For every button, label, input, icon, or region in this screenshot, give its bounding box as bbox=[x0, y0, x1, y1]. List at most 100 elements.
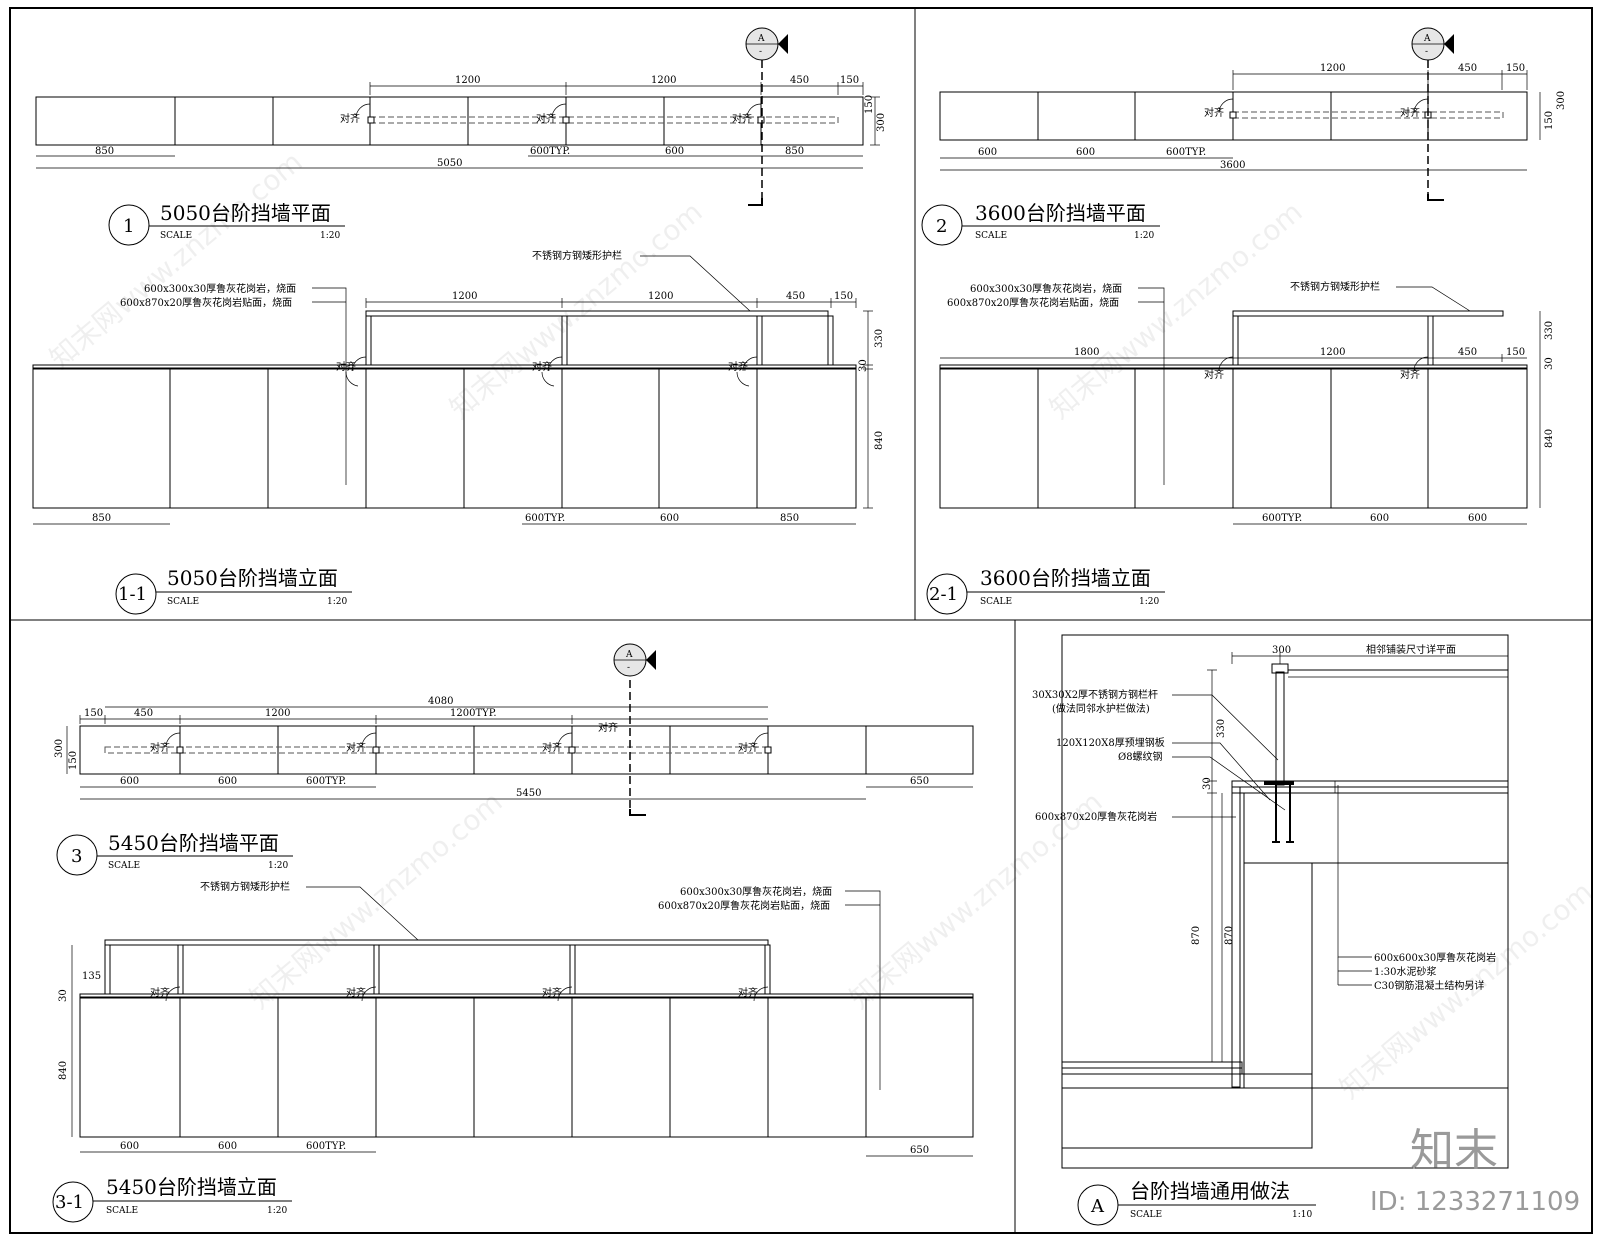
svg-text:1:30水泥砂浆: 1:30水泥砂浆 bbox=[1374, 965, 1436, 978]
svg-text:30: 30 bbox=[1202, 777, 1213, 790]
svg-text:1800: 1800 bbox=[1074, 347, 1099, 358]
watermark-logo: 知末 bbox=[1410, 1125, 1498, 1176]
railing-top-bar bbox=[365, 310, 829, 317]
svg-text:300: 300 bbox=[1556, 91, 1567, 110]
svg-text:840: 840 bbox=[58, 1061, 69, 1080]
svg-text:1200: 1200 bbox=[265, 708, 290, 719]
svg-text:Ø8螺纹钢: Ø8螺纹钢 bbox=[1118, 750, 1163, 763]
drawing-title: 5050台阶挡墙平面 bbox=[160, 201, 331, 225]
railing-post bbox=[561, 315, 568, 366]
railing-post bbox=[756, 315, 763, 366]
note-cap-stone: 600x300x30厚鲁灰花岗岩，烧面 bbox=[144, 282, 296, 295]
svg-text:150: 150 bbox=[68, 751, 79, 770]
svg-text:4080: 4080 bbox=[428, 696, 453, 707]
svg-text:1:20: 1:20 bbox=[1134, 231, 1154, 241]
svg-text:120X120X8厚预埋钢板: 120X120X8厚预埋钢板 bbox=[1056, 736, 1165, 749]
svg-text:600TYP.: 600TYP. bbox=[1262, 513, 1302, 524]
svg-text:450: 450 bbox=[1458, 347, 1477, 358]
svg-text:对齐: 对齐 bbox=[728, 360, 748, 373]
svg-text:150: 150 bbox=[834, 291, 853, 302]
svg-text:600x300x30厚鲁灰花岗岩，烧面: 600x300x30厚鲁灰花岗岩，烧面 bbox=[970, 282, 1122, 295]
svg-text:1200: 1200 bbox=[651, 75, 676, 86]
railing-plan-line bbox=[369, 116, 839, 124]
svg-text:330: 330 bbox=[1216, 719, 1227, 738]
svg-text:150: 150 bbox=[1544, 111, 1555, 130]
svg-text:150: 150 bbox=[864, 95, 875, 114]
svg-text:对齐: 对齐 bbox=[542, 986, 562, 999]
align-label: 对齐 bbox=[536, 112, 556, 125]
svg-text:600x870x20厚鲁灰花岗岩: 600x870x20厚鲁灰花岗岩 bbox=[1035, 810, 1157, 823]
svg-text:600x870x20厚鲁灰花岗岩贴面，烧面: 600x870x20厚鲁灰花岗岩贴面，烧面 bbox=[947, 296, 1119, 309]
svg-text:450: 450 bbox=[786, 291, 805, 302]
svg-text:1:20: 1:20 bbox=[267, 1206, 287, 1216]
svg-text:600: 600 bbox=[120, 776, 139, 787]
svg-text:600: 600 bbox=[1076, 147, 1095, 158]
svg-text:-: - bbox=[627, 663, 630, 673]
railing-post bbox=[1275, 671, 1285, 786]
svg-text:850: 850 bbox=[92, 513, 111, 524]
watermark-id: ID: 1233271109 bbox=[1370, 1187, 1580, 1217]
svg-text:1:10: 1:10 bbox=[1292, 1210, 1312, 1220]
svg-text:SCALE: SCALE bbox=[106, 1206, 138, 1216]
watermark-text: 知末网www.znzmo.com bbox=[1043, 195, 1308, 425]
note-railing: 不锈钢方钢矮形护栏 bbox=[532, 249, 622, 262]
svg-text:-: - bbox=[759, 47, 762, 57]
drawing-3-plan: 对齐 对齐 对齐 对齐 对齐 A - 4080 150 450 1200 120… bbox=[54, 643, 974, 876]
elevation-wall bbox=[32, 367, 857, 509]
svg-text:600: 600 bbox=[660, 513, 679, 524]
svg-text:650: 650 bbox=[910, 776, 929, 787]
svg-text:850: 850 bbox=[780, 513, 799, 524]
railing-post bbox=[827, 315, 834, 366]
svg-text:600TYP.: 600TYP. bbox=[530, 146, 570, 157]
svg-text:1:20: 1:20 bbox=[327, 597, 347, 607]
svg-text:30: 30 bbox=[58, 989, 69, 1002]
plan-slab bbox=[35, 96, 864, 146]
svg-text:2: 2 bbox=[936, 216, 947, 237]
svg-text:600TYP.: 600TYP. bbox=[306, 776, 346, 787]
svg-text:30X30X2厚不锈钢方钢栏杆: 30X30X2厚不锈钢方钢栏杆 bbox=[1032, 688, 1158, 701]
svg-text:840: 840 bbox=[874, 431, 885, 450]
drawing-number: 1 bbox=[123, 216, 134, 237]
svg-text:5450台阶挡墙平面: 5450台阶挡墙平面 bbox=[108, 831, 279, 855]
svg-text:450: 450 bbox=[1458, 63, 1477, 74]
svg-text:(做法同邻水护栏做法): (做法同邻水护栏做法) bbox=[1052, 702, 1150, 715]
svg-text:1200: 1200 bbox=[455, 75, 480, 86]
svg-text:600x300x30厚鲁灰花岗岩，烧面: 600x300x30厚鲁灰花岗岩，烧面 bbox=[680, 885, 832, 898]
svg-text:450: 450 bbox=[790, 75, 809, 86]
svg-text:2-1: 2-1 bbox=[929, 584, 958, 605]
svg-text:150: 150 bbox=[84, 708, 103, 719]
svg-text:SCALE: SCALE bbox=[1130, 1210, 1162, 1220]
watermark-text: 知末网www.znzmo.com bbox=[443, 195, 708, 425]
svg-text:对齐: 对齐 bbox=[1400, 106, 1420, 119]
svg-text:600TYP.: 600TYP. bbox=[306, 1141, 346, 1152]
svg-text:对齐: 对齐 bbox=[542, 741, 562, 754]
svg-text:1200: 1200 bbox=[648, 291, 673, 302]
svg-text:450: 450 bbox=[134, 708, 153, 719]
svg-text:A: A bbox=[757, 34, 765, 44]
watermark-text: 知末网www.znzmo.com bbox=[43, 145, 308, 375]
svg-text:对齐: 对齐 bbox=[150, 986, 170, 999]
drawing-number: 1-1 bbox=[118, 584, 147, 605]
svg-text:5450台阶挡墙立面: 5450台阶挡墙立面 bbox=[106, 1175, 277, 1199]
svg-text:150: 150 bbox=[1506, 63, 1525, 74]
svg-text:300: 300 bbox=[54, 739, 65, 758]
svg-text:600: 600 bbox=[120, 1141, 139, 1152]
svg-text:1200: 1200 bbox=[1320, 63, 1345, 74]
svg-text:600: 600 bbox=[218, 1141, 237, 1152]
svg-text:600x870x20厚鲁灰花岗岩贴面，烧面: 600x870x20厚鲁灰花岗岩贴面，烧面 bbox=[658, 899, 830, 912]
align-label: 对齐 bbox=[340, 112, 360, 125]
svg-text:600: 600 bbox=[218, 776, 237, 787]
svg-text:对齐: 对齐 bbox=[598, 721, 618, 734]
svg-text:A: A bbox=[625, 650, 633, 660]
railing-post bbox=[365, 315, 372, 366]
svg-text:对齐: 对齐 bbox=[532, 360, 552, 373]
svg-text:330: 330 bbox=[874, 329, 885, 348]
svg-text:150: 150 bbox=[840, 75, 859, 86]
svg-text:1:20: 1:20 bbox=[268, 861, 288, 871]
embed-plate bbox=[1264, 781, 1294, 785]
svg-text:3-1: 3-1 bbox=[55, 1192, 84, 1213]
svg-text:A: A bbox=[1090, 1196, 1105, 1217]
drawing-title: 5050台阶挡墙立面 bbox=[167, 566, 338, 590]
svg-text:台阶挡墙通用做法: 台阶挡墙通用做法 bbox=[1130, 1179, 1290, 1203]
